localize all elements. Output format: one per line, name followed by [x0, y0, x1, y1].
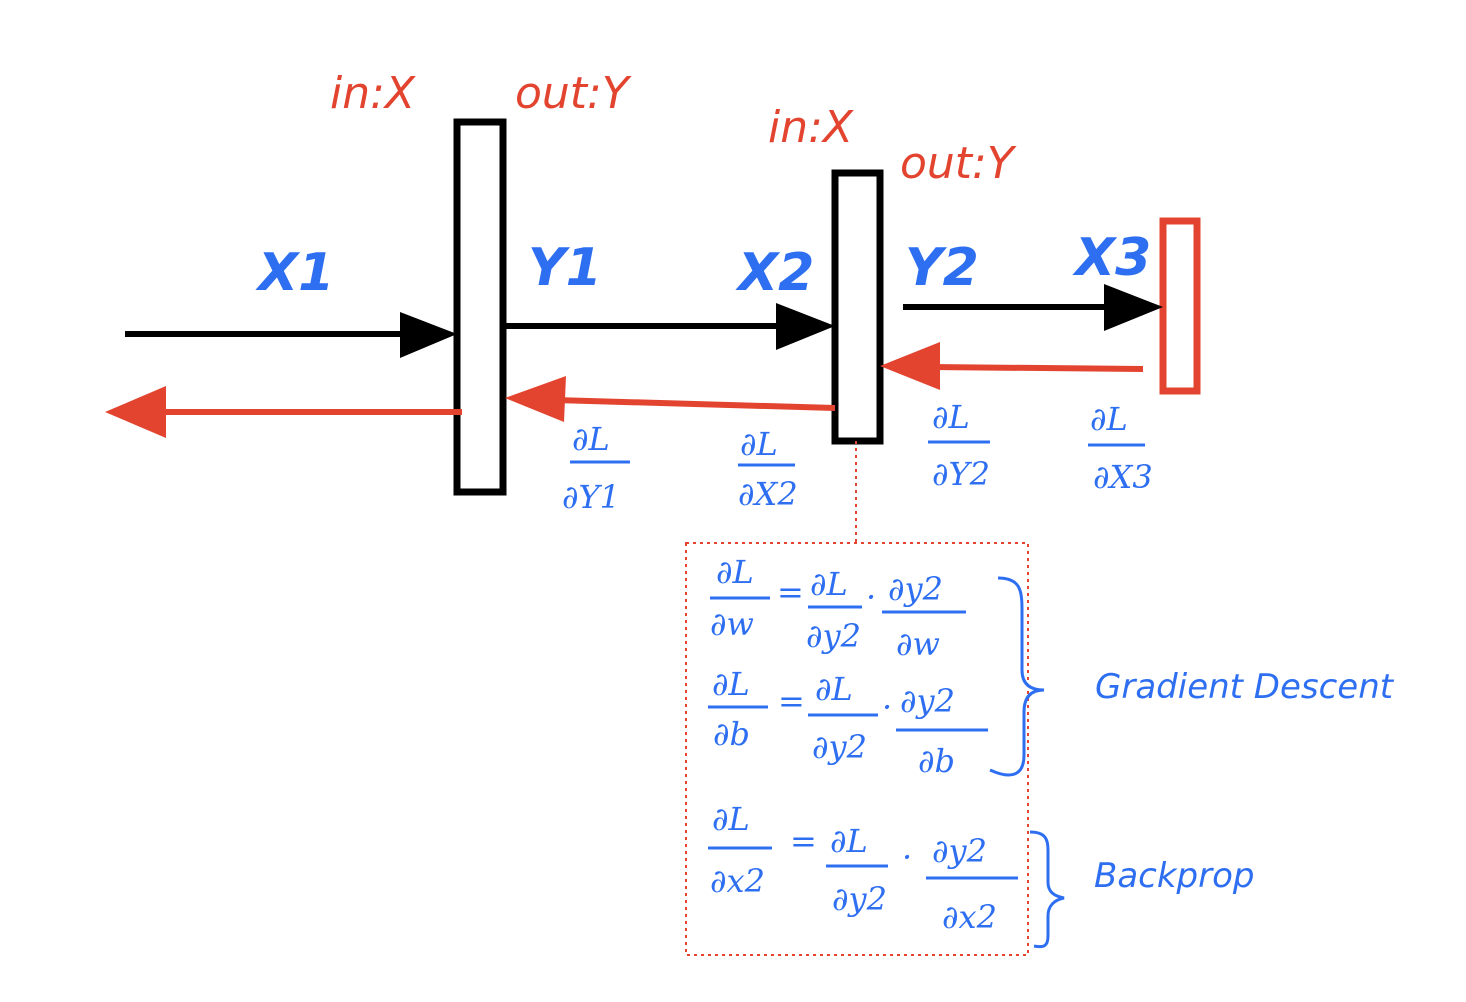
eq-dx-a-den: ∂y2: [832, 880, 887, 918]
eq-dw-a-num: ∂L: [810, 565, 848, 603]
eq-db-a-den: ∂y2: [812, 728, 867, 766]
gradient-descent-brace: [989, 576, 1045, 777]
backward-arrow-dy1: [105, 386, 462, 438]
eq-dx-equals: =: [790, 822, 817, 860]
frac-dl-dx3: ∂L ∂X3: [1088, 400, 1153, 496]
equations-box: [685, 542, 1029, 956]
label-x3: X3: [1072, 228, 1151, 288]
label-y2: Y2: [905, 238, 979, 298]
layer2-in-label: in:X: [768, 102, 854, 153]
layer1-box: [453, 118, 507, 496]
frac-dl-dy2: ∂L ∂Y2: [928, 398, 990, 493]
eq-dx-b-den: ∂x2: [942, 898, 997, 936]
forward-arrow-x1: [125, 312, 457, 358]
eq-db-dot: ·: [882, 688, 892, 726]
eq-dx-a-num: ∂L: [830, 822, 868, 860]
frac-dl-dy2-num: ∂L: [932, 398, 970, 436]
backprop-brace: [1029, 830, 1065, 949]
frac-dl-dx2-den: ∂X2: [738, 475, 798, 513]
loss-box: [1159, 217, 1201, 395]
label-x2: X2: [735, 243, 814, 303]
backward-arrow-dx2: [505, 376, 836, 422]
layer1-out-label: out:Y: [515, 68, 632, 119]
backprop-label: Backprop: [1094, 856, 1255, 896]
layer1-in-label: in:X: [330, 68, 416, 119]
layer2-out-label: out:Y: [900, 138, 1017, 189]
eq-dx-lhs-den: ∂x2: [710, 862, 765, 900]
frac-dl-dy1: ∂L ∂Y1: [562, 420, 630, 516]
eq-dw-lhs-den: ∂w: [710, 605, 754, 643]
label-y1: Y1: [528, 238, 602, 298]
eq-db-b-den: ∂b: [918, 742, 955, 780]
eq-dx-lhs-num: ∂L: [712, 800, 750, 838]
eq-db-lhs-den: ∂b: [713, 715, 750, 753]
frac-dl-dy1-den: ∂Y1: [562, 478, 620, 516]
layer2-box: [831, 169, 884, 445]
equation-dl-dx2: ∂L ∂x2 = ∂L ∂y2 · ∂y2 ∂x2: [708, 800, 1018, 936]
eq-dw-b-den: ∂w: [896, 625, 940, 663]
equation-dl-dw: ∂L ∂w = ∂L ∂y2 · ∂y2 ∂w: [710, 553, 966, 663]
frac-dl-dx3-num: ∂L: [1090, 400, 1128, 438]
eq-dw-b-num: ∂y2: [888, 570, 943, 608]
eq-db-equals: =: [778, 682, 805, 720]
backward-arrow-dx3: [880, 342, 1144, 390]
eq-db-b-num: ∂y2: [900, 682, 955, 720]
eq-dx-dot: ·: [902, 838, 912, 876]
eq-dw-equals: =: [777, 573, 804, 611]
frac-dl-dy2-den: ∂Y2: [932, 455, 990, 493]
frac-dl-dx2-num: ∂L: [740, 425, 778, 463]
frac-dl-dx2: ∂L ∂X2: [738, 425, 798, 513]
eq-dw-dot: ·: [866, 578, 876, 616]
frac-dl-dy1-num: ∂L: [572, 420, 610, 458]
forward-arrow-y1-x2: [503, 303, 835, 350]
eq-dx-b-num: ∂y2: [932, 832, 987, 870]
gradient-descent-label: Gradient Descent: [1095, 667, 1395, 707]
forward-arrow-y2-x3: [903, 284, 1163, 331]
eq-db-lhs-num: ∂L: [712, 665, 750, 703]
eq-dw-a-den: ∂y2: [806, 617, 861, 655]
equation-dl-db: ∂L ∂b = ∂L ∂y2 · ∂y2 ∂b: [708, 665, 988, 780]
eq-dw-lhs-num: ∂L: [716, 553, 754, 591]
frac-dl-dx3-den: ∂X3: [1093, 458, 1153, 496]
label-x1: X1: [255, 243, 334, 303]
eq-db-a-num: ∂L: [815, 670, 853, 708]
